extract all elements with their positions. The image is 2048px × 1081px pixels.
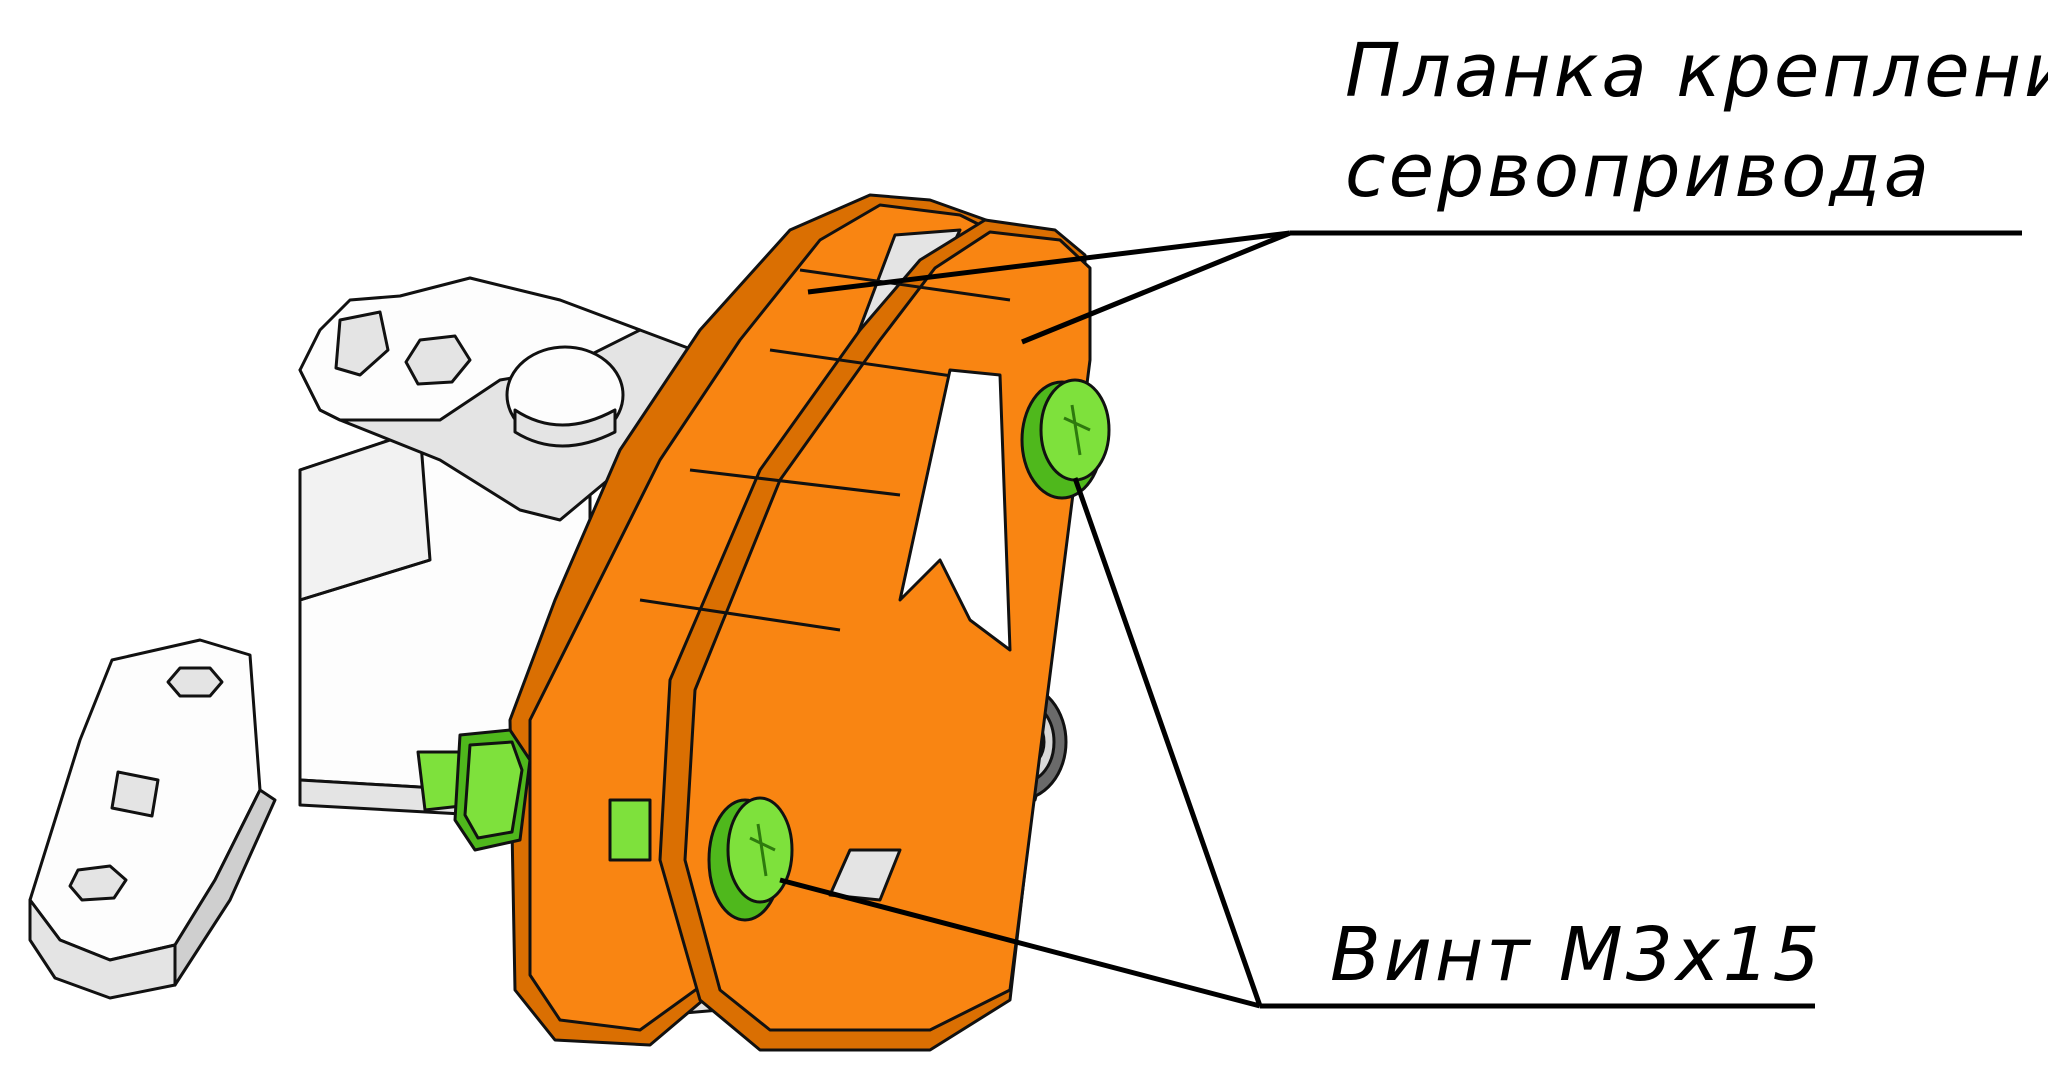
bracket-label-line2: сервопривода bbox=[1345, 128, 1932, 214]
bracket-leader-2 bbox=[1021, 230, 1291, 345]
screw-leader-1 bbox=[1072, 477, 1263, 1007]
screw-leader-2 bbox=[779, 877, 1261, 1009]
bracket-leader-1 bbox=[807, 230, 1291, 295]
bracket-label-line1: Планка крепления bbox=[1345, 28, 2048, 114]
screw-label: Винт М3х15 bbox=[1330, 912, 1823, 998]
screws bbox=[416, 378, 1111, 922]
leader-lines bbox=[779, 230, 2022, 1009]
